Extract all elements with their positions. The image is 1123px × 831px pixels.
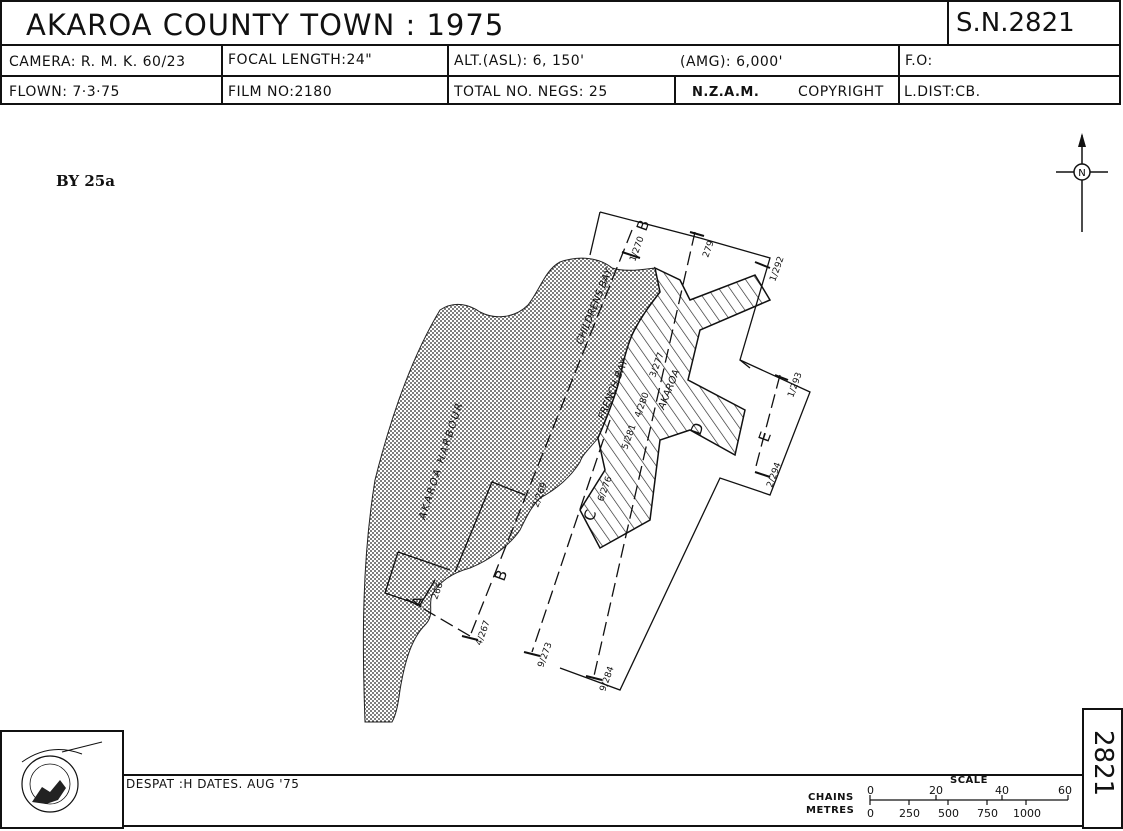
total-negatives-field: TOTAL NO. NEGS: 25 — [454, 84, 608, 100]
chains-tick: 40 — [995, 784, 1009, 797]
north-arrow-icon: N — [1056, 133, 1108, 232]
sheet-reference: BY 25a — [56, 172, 115, 190]
photo-label: 2/294 — [765, 461, 783, 489]
despatch-dates: DESPAT :H DATES. AUG '75 — [126, 777, 300, 791]
sheet-number: S.N.2821 — [956, 8, 1075, 38]
local-district-field: L.DIST:CB. — [904, 84, 981, 100]
photo-label: 4/267 — [474, 619, 492, 647]
run-e-letter: E — [755, 429, 775, 444]
chains-tick: 0 — [867, 784, 874, 797]
divider — [898, 44, 900, 105]
run-b-coverage — [454, 481, 526, 573]
flown-date-field: FLOWN: 7·3·75 — [9, 84, 120, 100]
footer-divider — [0, 774, 1082, 776]
sheet-number-tab — [1082, 708, 1123, 829]
run-a-coverage — [384, 551, 436, 606]
header-table: AKAROA COUNTY TOWN : 1975 S.N.2821 CAMER… — [0, 0, 1121, 105]
divider — [947, 2, 949, 44]
flight-lines — [404, 229, 781, 677]
akaroa-town-area — [579, 266, 772, 550]
metres-tick: 0 — [867, 807, 874, 820]
photo-label: 1/292 — [768, 255, 786, 283]
photo-label: 1/293 — [786, 371, 804, 399]
divider — [2, 44, 1119, 46]
altitude-asl-field: ALT.(ASL): 6, 150' — [454, 53, 585, 69]
scale-title: SCALE — [950, 775, 988, 786]
run-end-ticks — [461, 231, 789, 681]
photo-label: 1/270 — [628, 235, 646, 263]
north-label: N — [1078, 168, 1085, 179]
film-number-field: FILM NO:2180 — [228, 84, 333, 100]
side-sheet-number: 2821 — [1088, 730, 1118, 797]
metres-tick: 250 — [899, 807, 920, 820]
focal-length-field: FOCAL LENGTH:24" — [228, 52, 373, 68]
metres-tick: 500 — [938, 807, 959, 820]
chains-tick: 60 — [1058, 784, 1072, 797]
run-b-top-letter: B — [633, 218, 653, 234]
map-title: AKAROA COUNTY TOWN : 1975 — [26, 8, 505, 42]
camera-field: CAMERA: R. M. K. 60/23 — [9, 54, 186, 70]
run-b-letter: B — [491, 568, 511, 584]
metres-tick: 1000 — [1013, 807, 1041, 820]
scale-bar — [869, 795, 1069, 805]
metres-tick: 750 — [977, 807, 998, 820]
chains-tick: 20 — [929, 784, 943, 797]
copyright-label: COPYRIGHT — [798, 84, 884, 100]
photo-label: 279 — [701, 239, 716, 259]
altitude-amg-field: (AMG): 6,000' — [680, 54, 784, 70]
fo-field: F.O: — [905, 53, 933, 69]
metres-label: METRES — [806, 805, 855, 816]
footer-divider — [0, 825, 1123, 827]
divider — [2, 75, 1119, 77]
divider — [674, 75, 676, 105]
logo-emblem-icon — [21, 741, 103, 813]
divider — [221, 44, 223, 105]
nz-aerial-mapping-logo — [0, 730, 124, 829]
divider — [447, 44, 449, 105]
run-d-coverage — [559, 237, 811, 691]
nzam-label: N.Z.A.M. — [692, 85, 760, 100]
chains-label: CHAINS — [808, 792, 854, 803]
